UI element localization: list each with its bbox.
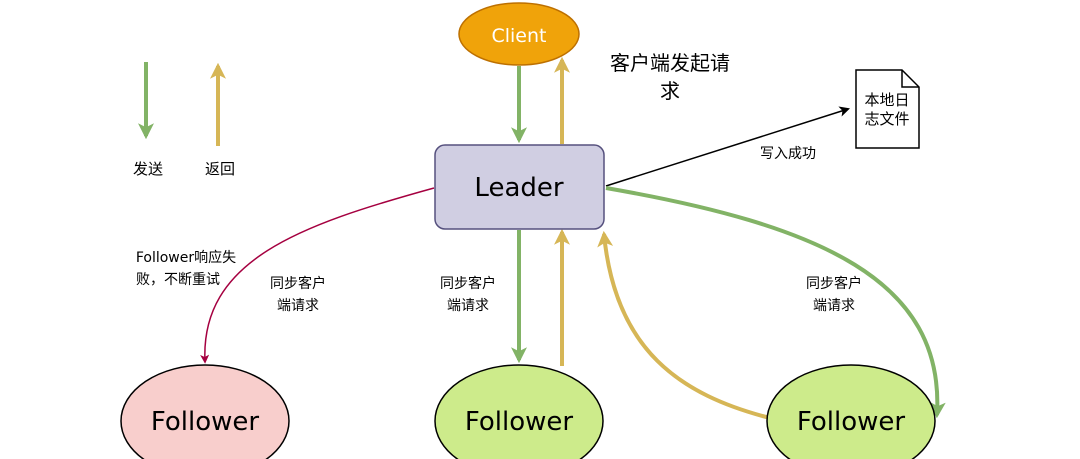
local-log-file-icon bbox=[855, 69, 920, 149]
follower-left-node bbox=[120, 364, 290, 459]
sync-right-label-line1: 同步客户 bbox=[806, 275, 862, 292]
leader-to-left-follower-arrow bbox=[200, 187, 435, 364]
sync-left-label-line1: 同步客户 bbox=[270, 275, 326, 292]
follower-fail-label-line2: 败，不断重试 bbox=[136, 272, 220, 288]
sync-left-label-line2: 端请求 bbox=[277, 298, 319, 314]
legend-send-label: 发送 bbox=[133, 160, 163, 178]
sync-right-label-line2: 端请求 bbox=[813, 298, 855, 314]
follower-fail-label-line1: Follower响应失 bbox=[136, 249, 236, 266]
follower-left-label: Follower bbox=[151, 407, 260, 437]
write-log-arrow bbox=[605, 106, 851, 187]
follower-right-node bbox=[766, 364, 936, 459]
write-success-label: 写入成功 bbox=[760, 146, 816, 162]
local-log-label-line1: 本地日 bbox=[864, 91, 909, 109]
follower-mid-label: Follower bbox=[465, 407, 574, 437]
follower-mid-node bbox=[434, 364, 604, 459]
file-fold-corner bbox=[901, 70, 919, 88]
client-node bbox=[458, 2, 580, 66]
sync-mid-label-line1: 同步客户 bbox=[440, 275, 496, 292]
local-log-label-line2: 志文件 bbox=[864, 110, 909, 128]
leader-to-right-follower-arrow bbox=[605, 186, 946, 419]
leader-label: Leader bbox=[474, 173, 563, 203]
client-request-label-line2: 求 bbox=[660, 79, 680, 103]
follower-right-label: Follower bbox=[797, 407, 906, 437]
right-follower-to-leader-arrow bbox=[597, 230, 771, 420]
client-label: Client bbox=[491, 25, 546, 47]
client-request-label-line1: 客户端发起请 bbox=[610, 51, 730, 75]
leader-node bbox=[434, 144, 605, 230]
legend-return-label: 返回 bbox=[205, 160, 235, 178]
sync-mid-label-line2: 端请求 bbox=[447, 298, 489, 314]
